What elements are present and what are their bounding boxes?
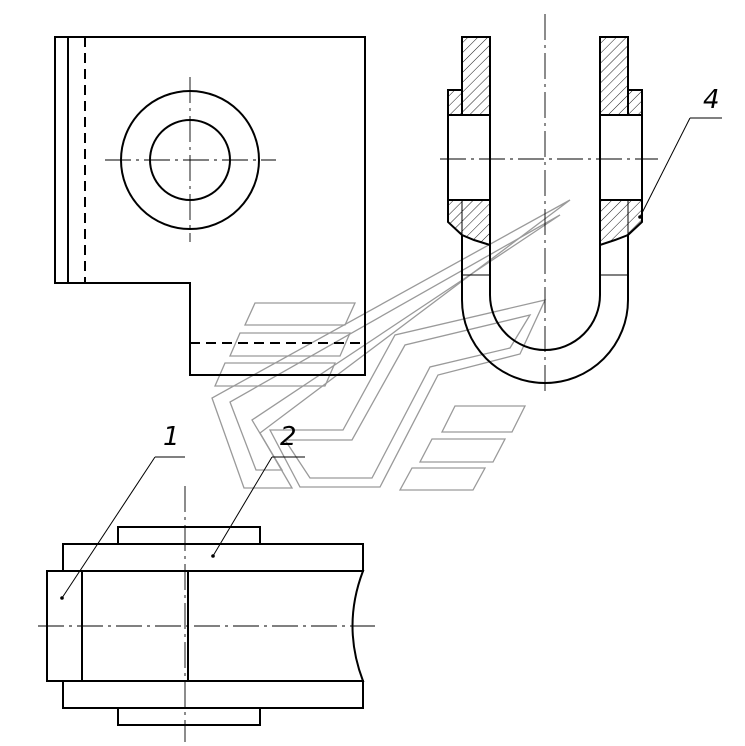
front-view-bracket xyxy=(54,36,366,376)
watermark-logo xyxy=(211,199,571,491)
callout-1: 1 xyxy=(163,422,180,452)
leader-line-4 xyxy=(639,117,691,218)
leader-lines xyxy=(60,117,722,600)
top-view-assembly xyxy=(38,486,375,742)
leader-line-2 xyxy=(212,456,273,557)
callout-2: 2 xyxy=(280,422,297,452)
callout-4: 4 xyxy=(703,85,720,115)
leader-line-1 xyxy=(61,456,156,599)
section-view-clevis xyxy=(440,14,658,396)
